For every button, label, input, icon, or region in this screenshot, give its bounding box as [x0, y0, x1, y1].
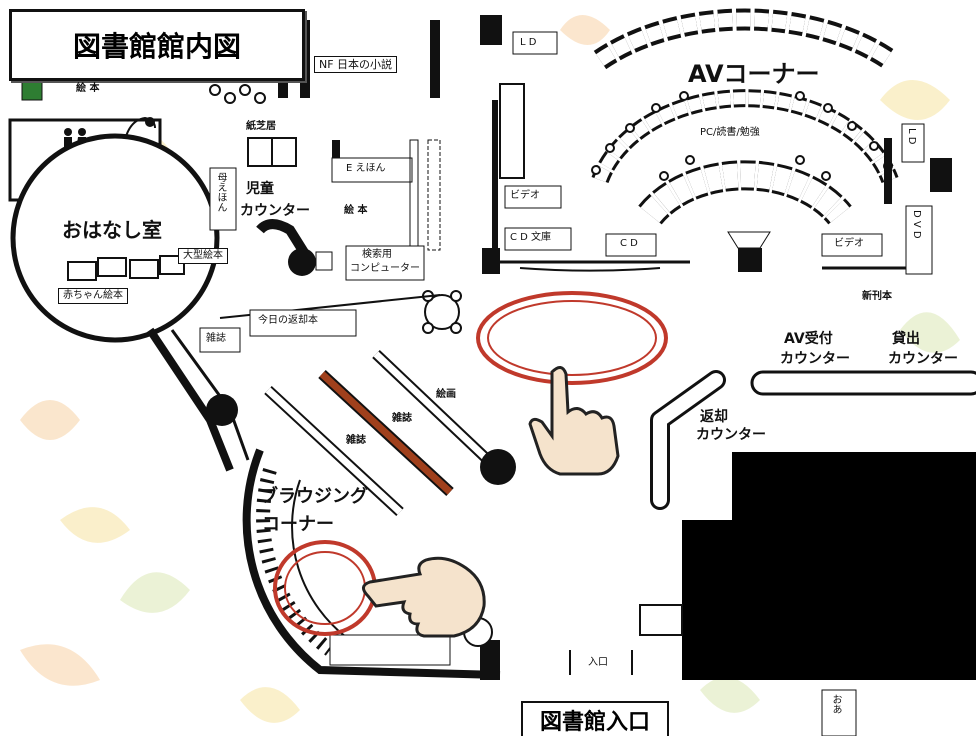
label-ehon-vertical: 母えほん: [215, 172, 226, 212]
label-magazines-low: 雑誌: [346, 435, 366, 446]
label-children-counter-2: カウンター: [240, 203, 310, 219]
round-table: [422, 290, 462, 334]
label-dvd: D V D: [911, 210, 922, 239]
baby-care-icon: [124, 116, 156, 141]
label-magazines-mid: 雑誌: [392, 413, 412, 424]
label-av-corner: AVコーナー: [688, 60, 820, 88]
chairs-cluster: [209, 84, 266, 104]
label-video-left: ビデオ: [510, 190, 540, 201]
label-pc-study: PC/読書/勉強: [700, 127, 760, 138]
label-today-returns: 今日の返却本: [258, 315, 318, 326]
highlight-circle: [273, 540, 377, 636]
label-av-reception-1: AV受付: [784, 331, 833, 347]
pointing-hand-icon: [362, 556, 486, 638]
label-partial-right: おあ: [830, 694, 841, 714]
label-magazines-left: 雑誌: [206, 333, 226, 344]
label-av-reception-2: カウンター: [780, 351, 850, 367]
label-browsing-1: ブラウジング: [260, 486, 368, 507]
shelf: [480, 15, 502, 45]
browsing-wall: [242, 448, 501, 679]
label-children-counter-1: 児童: [246, 181, 274, 197]
label-ld-top: L D: [520, 37, 537, 48]
label-video-right: ビデオ: [834, 238, 864, 249]
label-new-books: 新刊本: [862, 291, 892, 302]
label-entrance: 入口: [588, 657, 608, 668]
label-japanese-novels: NF 日本の小説: [314, 56, 398, 73]
pointing-hand-icon: [528, 366, 620, 476]
shelf: [430, 20, 440, 98]
label-ld-right: L D: [906, 128, 917, 145]
label-ehon-e: E えほん: [346, 163, 386, 174]
background-leaves: [20, 15, 960, 723]
label-kamishibai: 紙芝居: [246, 121, 276, 132]
highlight-circle: [476, 291, 668, 385]
label-cd-bunko: C D 文庫: [510, 232, 552, 243]
label-picture-books-mid: 絵 本: [344, 205, 368, 216]
label-picture-books-top: 絵 本: [76, 83, 100, 94]
label-search-pc-2: コンピューター: [350, 263, 420, 274]
label-story-room: おはなし室: [62, 218, 162, 242]
library-entrance-sign: 図書館入口: [521, 701, 669, 736]
label-search-pc-1: 検索用: [362, 249, 392, 260]
map-title: 図書館館内図: [9, 9, 305, 81]
occluded-area: [682, 520, 976, 680]
green-marker: [21, 81, 43, 101]
label-lending-2: カウンター: [888, 351, 958, 367]
label-return-counter-2: カウンター: [696, 427, 766, 443]
label-cd: C D: [620, 238, 638, 249]
shelf: [300, 20, 310, 98]
label-lending-1: 貸出: [892, 331, 920, 347]
label-baby-picture-books: 赤ちゃん絵本: [58, 288, 128, 304]
label-large-picture-books: 大型絵本: [178, 248, 228, 264]
label-browsing-2: コーナー: [262, 514, 334, 535]
label-return-counter-1: 返却: [700, 409, 728, 425]
label-picture-art: 絵画: [436, 389, 456, 400]
